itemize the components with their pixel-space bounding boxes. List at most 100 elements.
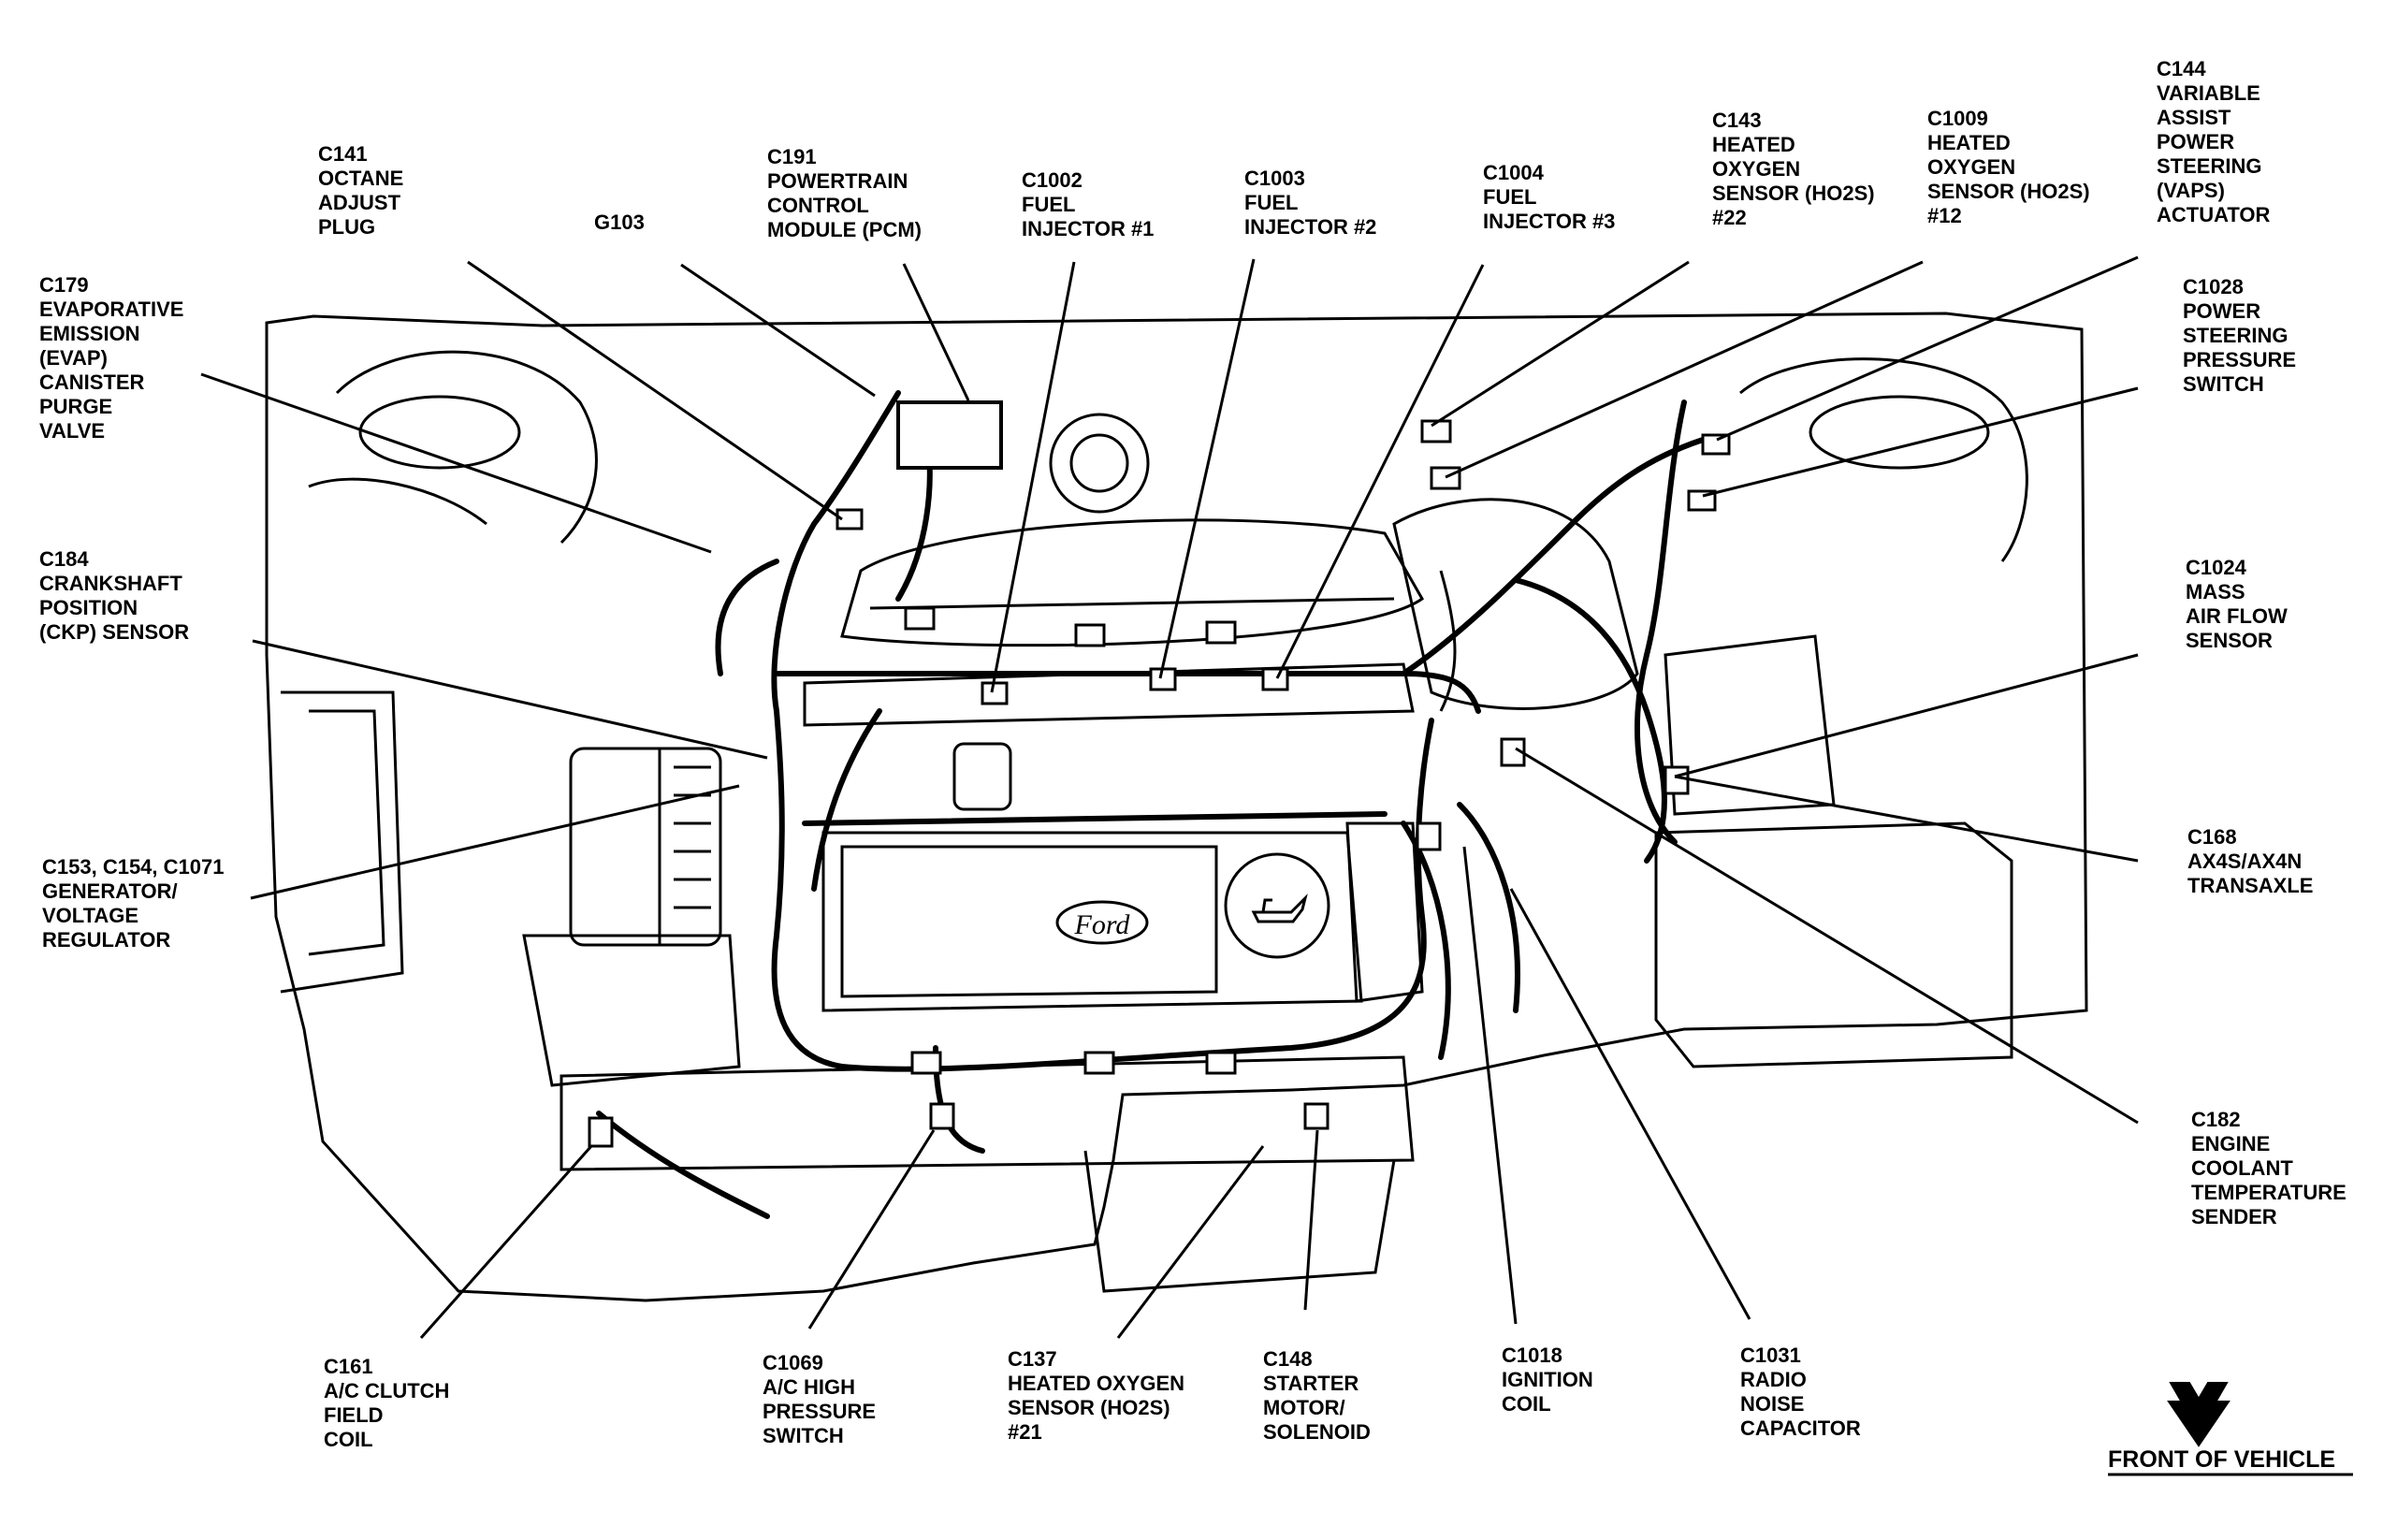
leader-c1018 — [1462, 846, 1518, 1325]
leader-c161 — [419, 1145, 593, 1339]
label-line: C1018 — [1502, 1344, 1562, 1367]
label-line: COOLANT — [2191, 1156, 2293, 1180]
label-line: ENGINE — [2191, 1132, 2270, 1155]
label-line: SENDER — [2191, 1205, 2277, 1228]
label-line: AIR FLOW — [2186, 604, 2288, 628]
front-of-vehicle-indicator: FRONT OF VEHICLE — [2108, 1382, 2353, 1476]
label-line: C153, C154, C1071 — [42, 855, 224, 879]
label-line: MASS — [2186, 580, 2245, 603]
label-line: FUEL — [1244, 191, 1298, 214]
label-line: OCTANE — [318, 167, 403, 190]
label-line: SENSOR (HO2S) — [1712, 182, 1875, 205]
leader-c1004 — [1275, 264, 1485, 679]
label-line: A/C CLUTCH — [324, 1379, 449, 1402]
label-line: ADJUST — [318, 191, 401, 214]
label-line: NOISE — [1740, 1392, 1804, 1416]
label-line: SWITCH — [2183, 372, 2264, 396]
pcm-connector — [896, 400, 1003, 470]
label-line: A/C HIGH — [763, 1375, 855, 1399]
label-line: C148 — [1263, 1347, 1313, 1371]
label-line: AX4S/AX4N — [2187, 850, 2302, 873]
leader-c1002 — [990, 261, 1076, 693]
label-line: C144 — [2157, 57, 2206, 80]
label-line: FIELD — [324, 1403, 384, 1427]
label-line: C1069 — [763, 1351, 823, 1374]
label-line: TEMPERATURE — [2191, 1181, 2347, 1204]
label-line: FUEL — [1483, 185, 1536, 209]
label-line: C1028 — [2183, 275, 2244, 298]
label-line: CRANKSHAFT — [39, 572, 182, 595]
leader-c1003 — [1158, 258, 1256, 679]
label-line: PRESSURE — [2183, 348, 2296, 371]
label-line: VOLTAGE — [42, 904, 138, 927]
label-line: SOLENOID — [1263, 1420, 1371, 1444]
leader-c143 — [1431, 260, 1690, 428]
label-line: MOTOR/ — [1263, 1396, 1345, 1419]
leader-c182 — [1515, 747, 2139, 1125]
leader-c141 — [467, 260, 843, 521]
label-line: COIL — [1502, 1392, 1551, 1416]
label-line: PURGE — [39, 395, 112, 418]
label-line: C168 — [2187, 825, 2237, 849]
harness-connectors — [588, 400, 1731, 1148]
front-of-vehicle-label: FRONT OF VEHICLE — [2108, 1446, 2335, 1473]
label-line: VARIABLE — [2157, 81, 2260, 105]
label-line: EMISSION — [39, 322, 140, 345]
oil-can-icon — [1251, 893, 1308, 923]
label-line: SWITCH — [763, 1424, 844, 1447]
label-line: C1024 — [2186, 556, 2247, 579]
label-line: (VAPS) — [2157, 179, 2225, 202]
label-line: C1004 — [1483, 161, 1545, 184]
label-line: C179 — [39, 273, 89, 297]
label-line: PLUG — [318, 215, 375, 239]
label-line: G103 — [594, 211, 645, 234]
label-line: GENERATOR/ — [42, 879, 178, 903]
label-line: #22 — [1712, 206, 1747, 229]
label-line: #12 — [1927, 204, 1962, 227]
label-line: C184 — [39, 547, 89, 571]
label-line: OXYGEN — [1927, 155, 2015, 179]
oil-cap-outline — [1224, 852, 1330, 959]
label-line: VALVE — [39, 419, 105, 443]
label-line: C1009 — [1927, 107, 1988, 130]
label-line: C1003 — [1244, 167, 1305, 190]
leader-c153 — [250, 784, 740, 900]
label-line: C143 — [1712, 109, 1762, 132]
label-line: ASSIST — [2157, 106, 2231, 129]
label-line: SENSOR — [2186, 629, 2273, 652]
label-line: TRANSAXLE — [2187, 874, 2313, 897]
label-line: POWER — [2157, 130, 2234, 153]
label-line: REGULATOR — [42, 928, 170, 952]
label-line: STARTER — [1263, 1372, 1359, 1395]
leader-c1069 — [807, 1129, 936, 1329]
label-line: HEATED — [1927, 131, 2011, 154]
leader-g103 — [680, 263, 876, 398]
label-line: C141 — [318, 142, 368, 166]
label-g103: G103 — [594, 211, 645, 234]
label-line: #21 — [1008, 1420, 1042, 1444]
label-line: HEATED — [1712, 133, 1795, 156]
label-line: SENSOR (HO2S) — [1008, 1396, 1170, 1419]
label-line: (CKP) SENSOR — [39, 620, 189, 644]
label-line: POSITION — [39, 596, 138, 619]
down-chevron-arrow-icon — [2167, 1382, 2230, 1447]
label-line: C191 — [767, 145, 817, 168]
